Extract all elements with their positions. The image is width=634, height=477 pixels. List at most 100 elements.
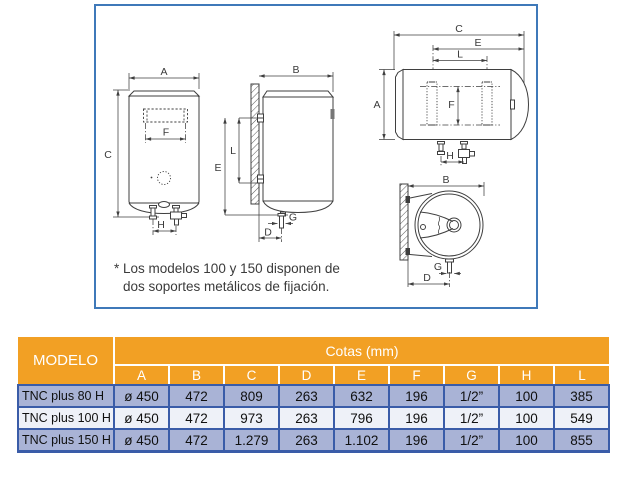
tank-body	[262, 96, 334, 202]
wall-hatch	[250, 83, 260, 205]
front-view: A C F	[104, 66, 201, 235]
cotas-group-header: Cotas (mm)	[114, 337, 609, 366]
end-view: B G D	[399, 174, 485, 287]
cell: 100	[498, 384, 555, 408]
cell: 263	[278, 406, 335, 430]
tank-left-cap	[395, 68, 404, 141]
dim-label-A: A	[373, 99, 380, 111]
mounting-slot	[143, 108, 188, 123]
cell: 472	[168, 428, 225, 453]
model-name: TNC plus 80 H	[17, 384, 115, 408]
drain-pipe	[277, 213, 286, 229]
table-row: TNC plus 150 H ø 450 472 1.279 263 1.102…	[17, 428, 610, 453]
horizontal-view: C E L A F	[373, 23, 530, 166]
cone-top	[419, 211, 454, 222]
dim-label-H: H	[446, 150, 454, 162]
dim-label-B: B	[442, 174, 449, 186]
dim-label-D: D	[264, 227, 272, 239]
tank-cap	[127, 90, 201, 97]
cell: ø 450	[113, 384, 170, 408]
col-header-D: D	[278, 365, 334, 386]
model-name: TNC plus 100 H	[17, 406, 115, 430]
cell: 263	[278, 384, 335, 408]
col-header-G: G	[443, 365, 499, 386]
col-header-C: C	[223, 365, 279, 386]
side-view: B L E	[214, 64, 335, 242]
cell: 472	[168, 406, 225, 430]
flange-outer	[446, 217, 462, 233]
cell: 100	[498, 428, 555, 453]
cell: 385	[553, 384, 610, 408]
dim-label-H: H	[157, 219, 165, 231]
cell: 973	[223, 406, 280, 430]
inlet-pipe	[437, 141, 445, 155]
col-header-F: F	[388, 365, 444, 386]
safety-valve	[458, 141, 475, 164]
footnote-line1: * Los modelos 100 y 150 disponen de	[114, 261, 340, 276]
cell: 796	[333, 406, 390, 430]
cell: 1.279	[223, 428, 280, 453]
wall-hatch	[399, 183, 409, 261]
cell: 472	[168, 384, 225, 408]
dim-label-D: D	[423, 272, 431, 284]
col-header-H: H	[498, 365, 554, 386]
col-header-B: B	[168, 365, 224, 386]
cell: 809	[223, 384, 280, 408]
footnote-line2: dos soportes metálicos de fijación.	[123, 279, 330, 294]
pilot-dot	[150, 176, 153, 179]
technical-drawing-panel: A C F	[94, 4, 538, 309]
fixing-hole	[420, 224, 426, 230]
tank-body	[402, 69, 512, 140]
table-row: TNC plus 100 H ø 450 472 973 263 796 196…	[17, 406, 610, 430]
cell: 196	[388, 384, 445, 408]
footnote: * Los modelos 100 y 150 disponen de dos …	[114, 260, 344, 296]
cell: 100	[498, 406, 555, 430]
dim-label-E: E	[474, 37, 481, 49]
cell: 549	[553, 406, 610, 430]
cell: 196	[388, 428, 445, 453]
cell: 196	[388, 406, 445, 430]
col-header-E: E	[333, 365, 389, 386]
cell: 1/2”	[443, 428, 500, 453]
cone-bottom	[419, 228, 454, 239]
dim-label-G: G	[434, 261, 442, 273]
cell: ø 450	[113, 406, 170, 430]
col-header-L: L	[553, 365, 609, 386]
tank-cap	[262, 90, 335, 98]
wall-bracket-bottom	[257, 174, 264, 184]
column-letters-row: A B C D E F G H L	[18, 365, 609, 386]
dim-label-L: L	[457, 49, 463, 61]
technical-drawing: A C F	[104, 23, 530, 287]
cell: 855	[553, 428, 610, 453]
dim-label-E: E	[214, 162, 221, 174]
cell: 1/2”	[443, 384, 500, 408]
dim-label-C: C	[104, 149, 112, 161]
cell: ø 450	[113, 428, 170, 453]
safety-valve	[170, 205, 187, 226]
table-row: TNC plus 80 H ø 450 472 809 263 632 196 …	[17, 384, 610, 408]
model-column-header: MODELO	[18, 337, 115, 386]
wall-bracket-top	[405, 196, 410, 203]
thermostat-dial	[157, 171, 171, 185]
tank-right-cap	[510, 68, 530, 141]
dim-label-C: C	[455, 23, 463, 35]
wall-bracket-bottom	[405, 248, 410, 255]
anode-wave	[437, 216, 441, 234]
dim-label-G: G	[289, 212, 297, 224]
cell: 1/2”	[443, 406, 500, 430]
thermostat-cover	[330, 109, 335, 119]
flange-inner	[449, 220, 459, 230]
inlet-pipe	[149, 205, 157, 220]
dim-label-F: F	[163, 127, 169, 139]
dim-label-L: L	[230, 145, 236, 157]
drain-pipe	[445, 258, 454, 274]
cap-nub	[510, 99, 515, 110]
dim-label-F: F	[448, 99, 454, 111]
dim-label-B: B	[292, 64, 299, 76]
cell: 632	[333, 384, 390, 408]
col-header-A: A	[114, 365, 169, 386]
dim-label-A: A	[160, 66, 167, 78]
cell: 1.102	[333, 428, 390, 453]
model-name: TNC plus 150 H	[17, 428, 115, 453]
